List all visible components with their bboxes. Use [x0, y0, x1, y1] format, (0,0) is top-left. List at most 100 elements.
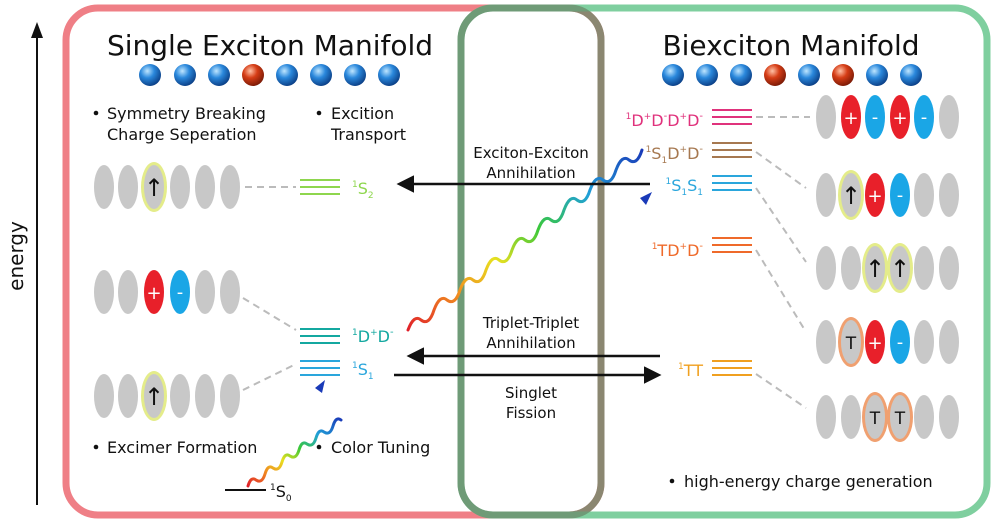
- molecule-row-s1s1: ↑ ↑: [816, 243, 959, 293]
- panel-overlap: [457, 4, 605, 519]
- bullet-symmetry-breaking: Symmetry Breaking Charge Seperation: [93, 104, 266, 144]
- level-dddd: 1D+D-D+D-: [626, 109, 752, 130]
- spin-up-arrow: ↑: [865, 255, 885, 283]
- molecule: [939, 320, 959, 364]
- molecule: [816, 173, 836, 217]
- sphere-blue: [310, 64, 332, 86]
- molecule-triplet: [841, 320, 861, 364]
- molecule: [170, 165, 190, 209]
- molecule: [170, 374, 190, 418]
- label-tta-line2: Annihilation: [486, 334, 575, 352]
- plus-sign: +: [843, 108, 858, 129]
- bullet-high-energy-charge: high-energy charge generation: [669, 472, 933, 491]
- molecule: [816, 95, 836, 139]
- sphere-blue: [378, 64, 400, 86]
- triplet-label: T: [869, 409, 881, 429]
- triplet-label: T: [894, 409, 906, 429]
- molecule-excited: [841, 173, 861, 217]
- level-label-s1s1: 1S1S1: [665, 176, 703, 198]
- molecule: [220, 165, 240, 209]
- sphere-blue: [662, 64, 684, 86]
- bullet-text-line: Excimer Formation: [107, 438, 257, 457]
- dashed-connector: [755, 373, 807, 409]
- minus-sign: -: [897, 332, 904, 353]
- molecule: [195, 270, 215, 314]
- molecule-cation: [841, 95, 861, 139]
- level-s0: 1S0: [225, 482, 292, 504]
- molecule: [939, 95, 959, 139]
- bullet-exciton-transport: Excition Transport: [316, 104, 406, 144]
- molecule-anion: [890, 173, 910, 217]
- molecule: [841, 246, 861, 290]
- plus-sign: +: [146, 283, 161, 304]
- bullet-text-line: Charge Seperation: [107, 125, 257, 144]
- molecule-excited: [144, 374, 164, 418]
- plus-sign: +: [867, 333, 882, 354]
- molecule-anion: [914, 95, 934, 139]
- triplet-label: T: [845, 334, 857, 354]
- molecule-excited: [890, 246, 910, 290]
- level-s1: 1S1: [300, 360, 374, 382]
- molecule: [914, 320, 934, 364]
- label-eea-line2: Annihilation: [486, 164, 575, 182]
- spin-up-arrow: ↑: [890, 255, 910, 283]
- molecule-row-s1dd: ↑ + -: [816, 170, 959, 220]
- sphere-blue: [900, 64, 922, 86]
- molecule-cation: [865, 320, 885, 364]
- sphere-blue: [344, 64, 366, 86]
- level-label-dddd: 1D+D-D+D-: [626, 111, 704, 130]
- molecule-anion: [170, 270, 190, 314]
- sphere-red: [242, 64, 264, 86]
- dashed-connector: [242, 363, 297, 391]
- level-dd: 1D+D-: [300, 327, 394, 346]
- level-label-s1: 1S1: [352, 360, 374, 382]
- level-label-dd: 1D+D-: [352, 327, 394, 346]
- molecule: [195, 374, 215, 418]
- molecule-cation: [144, 270, 164, 314]
- photon-arrowhead: [315, 380, 325, 393]
- molecule-row-excimer: ↑: [94, 371, 240, 421]
- molecule-anion: [890, 320, 910, 364]
- molecule-anion: [865, 95, 885, 139]
- label-sf-line2: Fission: [506, 404, 556, 422]
- level-s1dd: 1S1D+D-: [646, 142, 752, 166]
- photon-upconversion-wave: [406, 148, 644, 332]
- level-tt: 1TT: [678, 360, 752, 380]
- sphere-red: [764, 64, 786, 86]
- molecule-row-dddd: + - + -: [816, 95, 959, 139]
- spin-up-arrow: ↑: [144, 383, 164, 411]
- bullet-text-line: Symmetry Breaking: [107, 104, 266, 123]
- spin-up-arrow: ↑: [841, 182, 861, 210]
- sphere-red: [832, 64, 854, 86]
- label-eea-line1: Exciton-Exciton: [473, 144, 589, 162]
- minus-sign: -: [177, 282, 184, 303]
- energy-axis-arrowhead: [31, 22, 43, 38]
- level-label-tt: 1TT: [678, 361, 703, 380]
- level-label-tdd: 1TD+D-: [652, 241, 704, 260]
- bullet-text-line: Transport: [330, 125, 406, 144]
- bullet-excimer-formation: Excimer Formation: [93, 438, 257, 457]
- minus-sign: -: [897, 185, 904, 206]
- single-sphere-row: [139, 64, 400, 86]
- molecule: [220, 270, 240, 314]
- level-label-s0: 1S0: [270, 482, 292, 504]
- molecule: [914, 246, 934, 290]
- spin-up-arrow: ↑: [144, 174, 164, 202]
- sphere-blue: [174, 64, 196, 86]
- molecule: [914, 173, 934, 217]
- molecule: [118, 165, 138, 209]
- molecule-excited: [144, 165, 164, 209]
- photon-arrowhead: [640, 192, 652, 205]
- molecule-triplet: [890, 395, 910, 439]
- sphere-blue: [276, 64, 298, 86]
- molecule-row-s2: ↑: [94, 162, 240, 212]
- bullet-text-line: Color Tuning: [331, 438, 430, 457]
- molecule-cation: [865, 173, 885, 217]
- minus-sign: -: [921, 107, 928, 128]
- level-label-s2: 1S2: [352, 179, 374, 201]
- molecule: [94, 270, 114, 314]
- molecule: [914, 395, 934, 439]
- molecule: [118, 270, 138, 314]
- level-s1s1: 1S1S1: [665, 175, 752, 198]
